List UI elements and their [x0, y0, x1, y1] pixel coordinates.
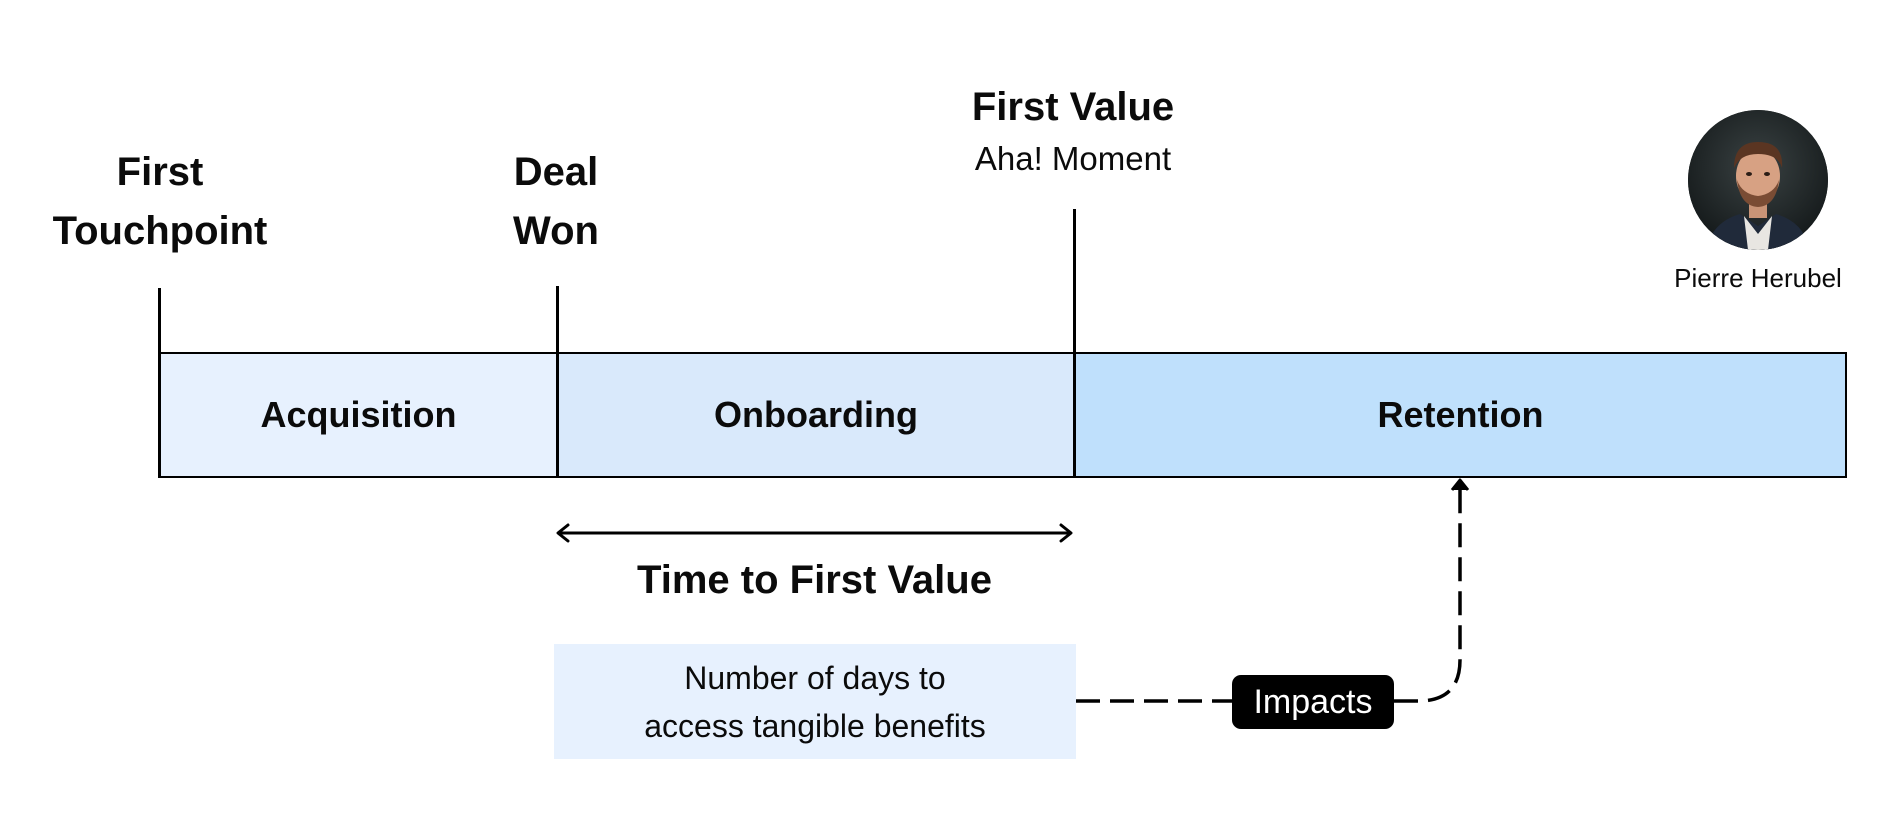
phase-onboarding-label: Onboarding — [714, 394, 918, 435]
author-name: Pierre Herubel — [1674, 263, 1842, 293]
time-to-first-value-title: Time to First Value — [637, 558, 992, 602]
milestone-first-touchpoint-line2: Touchpoint — [52, 209, 268, 253]
phase-acquisition-label: Acquisition — [260, 394, 457, 435]
phase-onboarding: Onboarding — [556, 352, 1073, 478]
milestone-deal-won-line2: Won — [513, 209, 599, 253]
impacts-dashed-path — [1076, 486, 1462, 703]
milestone-deal-won-line1: Deal — [513, 150, 599, 194]
author-portrait-image — [1688, 110, 1828, 250]
author-avatar — [1688, 110, 1828, 250]
tick-first-value — [1073, 209, 1076, 478]
definition-line1: Number of days to — [684, 659, 946, 696]
definition-line2: access tangible benefits — [644, 707, 986, 744]
time-span-arrowhead-right — [1059, 523, 1073, 543]
milestone-first-touchpoint: First Touchpoint — [40, 143, 280, 261]
time-span-arrowhead-left — [556, 523, 570, 543]
impacts-arrowhead — [1450, 478, 1470, 491]
impacts-label: Impacts — [1253, 682, 1373, 721]
impacts-badge: Impacts — [1232, 675, 1394, 729]
phase-retention: Retention — [1073, 352, 1847, 478]
milestone-deal-won: Deal Won — [476, 143, 636, 261]
phase-retention-label: Retention — [1377, 394, 1544, 435]
milestone-first-touchpoint-line1: First — [116, 150, 204, 194]
time-to-first-value-definition: Number of days to access tangible benefi… — [554, 644, 1076, 759]
phase-acquisition: Acquisition — [158, 352, 556, 478]
milestone-first-value-subtitle: Aha! Moment — [974, 140, 1172, 177]
milestone-first-value: First Value — [971, 85, 1175, 129]
